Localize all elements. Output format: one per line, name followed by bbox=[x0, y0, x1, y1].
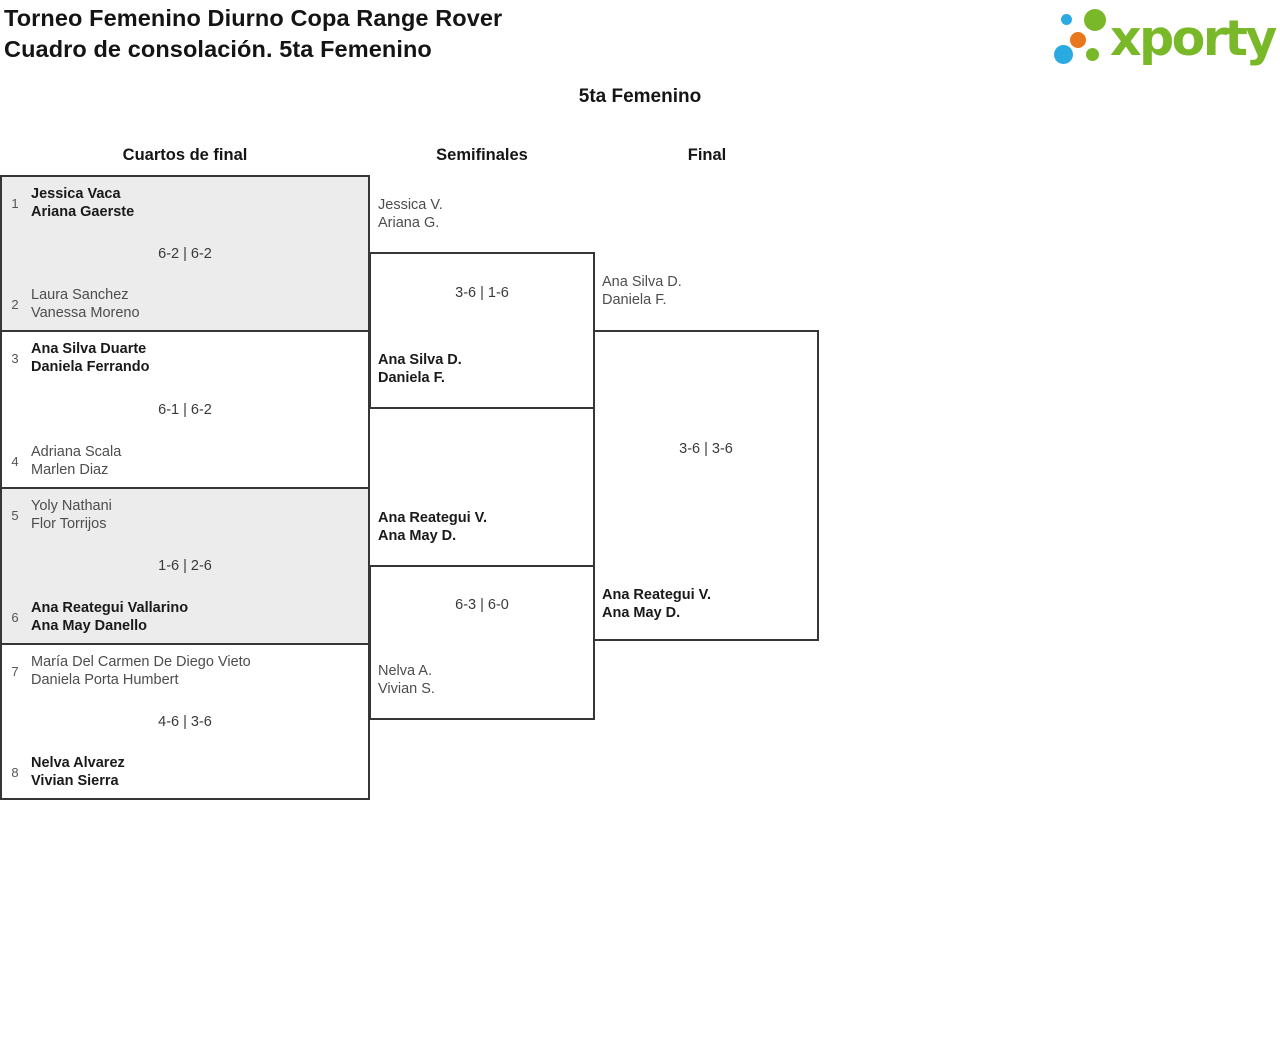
team-entry: 7 María Del Carmen De Diego Vieto Daniel… bbox=[8, 653, 251, 689]
logo-wordmark: xporty bbox=[1110, 10, 1277, 67]
team-names: Yoly Nathani Flor Torrijos bbox=[31, 498, 112, 532]
team-names: Nelva Alvarez Vivian Sierra bbox=[31, 755, 125, 789]
match-score: 6-3 | 6-0 bbox=[455, 597, 509, 613]
logo-dot-icon bbox=[1084, 9, 1106, 31]
match-score: 6-2 | 6-2 bbox=[158, 245, 212, 262]
team-names: Ana Silva D. Daniela F. bbox=[602, 274, 682, 308]
seed-number: 4 bbox=[11, 453, 19, 469]
match-score: 3-6 | 3-6 bbox=[679, 441, 733, 457]
seed-number: 1 bbox=[11, 195, 19, 211]
round-header-semifinals: Semifinales bbox=[436, 146, 528, 164]
category-title: 5ta Femenino bbox=[578, 86, 702, 107]
match-score: 6-1 | 6-2 bbox=[158, 401, 212, 418]
logo-dot-icon bbox=[1070, 32, 1086, 48]
round-header-final: Final bbox=[687, 146, 727, 164]
seed-number: 5 bbox=[11, 507, 19, 523]
team-names: Jessica Vaca Ariana Gaerste bbox=[31, 186, 135, 220]
quarterfinals-column: 1 Jessica Vaca Ariana Gaerste 6-2 | 6-2 … bbox=[0, 175, 370, 800]
seed-number: 3 bbox=[11, 350, 19, 366]
team-names: Ana Reategui V. Ana May D. bbox=[378, 510, 488, 544]
team-names: Ana Reategui V. Ana May D. bbox=[602, 587, 712, 621]
team-names: María Del Carmen De Diego Vieto Daniela … bbox=[31, 654, 251, 688]
team-entry: 6 Ana Reategui Vallarino Ana May Danello bbox=[8, 599, 188, 635]
match-score: 4-6 | 3-6 bbox=[158, 713, 212, 730]
round-header-quarterfinals: Cuartos de final bbox=[122, 146, 248, 164]
seed-number: 7 bbox=[11, 663, 19, 679]
team-entry: 1 Jessica Vaca Ariana Gaerste bbox=[8, 185, 134, 221]
seed-number: 6 bbox=[11, 609, 19, 625]
match-quarterfinal-1: 1 Jessica Vaca Ariana Gaerste 6-2 | 6-2 … bbox=[2, 177, 368, 330]
bracket-subtitle: Cuadro de consolación. 5ta Femenino bbox=[4, 36, 432, 62]
xporty-logo: xporty bbox=[1048, 4, 1278, 74]
team-entry: 3 Ana Silva Duarte Daniela Ferrando bbox=[8, 340, 149, 376]
match-semifinal-2 bbox=[369, 565, 595, 720]
match-score: 1-6 | 2-6 bbox=[158, 558, 212, 574]
team-entry: 8 Nelva Alvarez Vivian Sierra bbox=[8, 754, 125, 790]
team-names: Jessica V. Ariana G. bbox=[378, 197, 443, 231]
match-quarterfinal-2: 3 Ana Silva Duarte Daniela Ferrando 6-1 … bbox=[2, 330, 368, 487]
page-header: Torneo Femenino Diurno Copa Range Rover … bbox=[4, 3, 502, 65]
logo-dot-icon bbox=[1086, 48, 1099, 61]
team-names: Ana Silva D. Daniela F. bbox=[378, 352, 462, 386]
team-entry: 5 Yoly Nathani Flor Torrijos bbox=[8, 497, 112, 533]
team-names: Ana Reategui Vallarino Ana May Danello bbox=[31, 600, 189, 634]
team-names: Laura Sanchez Vanessa Moreno bbox=[31, 287, 140, 321]
team-names: Ana Silva Duarte Daniela Ferrando bbox=[31, 341, 150, 375]
match-score: 3-6 | 1-6 bbox=[455, 285, 509, 301]
seed-number: 2 bbox=[11, 296, 19, 312]
match-quarterfinal-3: 5 Yoly Nathani Flor Torrijos 1-6 | 2-6 6… bbox=[2, 487, 368, 643]
team-entry: 4 Adriana Scala Marlen Diaz bbox=[8, 443, 121, 479]
team-entry: 2 Laura Sanchez Vanessa Moreno bbox=[8, 286, 140, 322]
logo-dot-icon bbox=[1061, 14, 1072, 25]
match-final bbox=[593, 330, 819, 641]
seed-number: 8 bbox=[11, 764, 19, 780]
match-quarterfinal-4: 7 María Del Carmen De Diego Vieto Daniel… bbox=[2, 643, 368, 798]
tournament-title: Torneo Femenino Diurno Copa Range Rover bbox=[4, 5, 503, 31]
team-names: Adriana Scala Marlen Diaz bbox=[31, 444, 122, 478]
team-names: Nelva A. Vivian S. bbox=[378, 663, 435, 697]
logo-dot-icon bbox=[1054, 45, 1073, 64]
